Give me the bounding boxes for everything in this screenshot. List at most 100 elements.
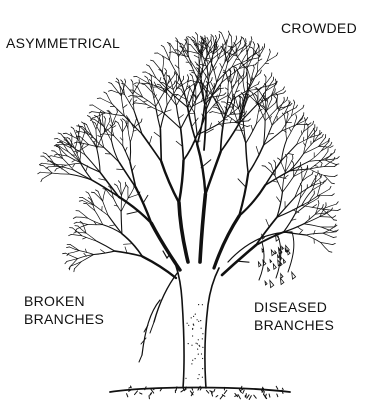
tree-trunk — [176, 266, 219, 388]
twig-tip — [38, 172, 41, 174]
diseased-leaf-spot — [292, 272, 296, 279]
soil-stroke — [216, 396, 218, 397]
side-twig — [160, 78, 161, 82]
branch — [42, 173, 52, 179]
diseased-leaf-spot — [270, 280, 274, 287]
twig-tip — [41, 179, 42, 182]
twig-tip — [321, 175, 322, 178]
branch — [187, 88, 190, 100]
twig-tip — [91, 192, 94, 193]
branch — [247, 69, 248, 91]
label-broken-branches: BROKEN BRANCHES — [24, 292, 104, 328]
twig-tip — [125, 79, 126, 82]
branch — [213, 96, 224, 119]
bark-texture-dot — [196, 343, 197, 344]
twig-tip — [334, 149, 335, 152]
twig-tip — [224, 47, 225, 50]
diseased-leaf-spot — [268, 268, 270, 272]
branch — [181, 129, 184, 161]
branch — [222, 33, 227, 45]
soil-stroke — [210, 391, 213, 392]
twig-tip — [304, 118, 305, 121]
bark-texture-dot — [191, 363, 192, 364]
side-twig — [288, 154, 293, 155]
twig-tip — [165, 68, 167, 71]
soil-stroke — [249, 396, 251, 400]
bark-texture-dot — [199, 374, 200, 375]
branch — [128, 129, 130, 142]
branch — [85, 155, 100, 173]
trunk-right-edge — [205, 268, 219, 388]
twig-tip — [174, 81, 175, 84]
twig-tip — [210, 112, 213, 113]
twig-tip — [333, 216, 336, 218]
branch — [179, 57, 180, 78]
twig-tip — [331, 146, 334, 148]
bark-texture-dot — [201, 328, 202, 329]
twig-tip — [246, 111, 247, 114]
branch — [170, 60, 180, 78]
twig-tip — [151, 60, 154, 61]
branch — [325, 160, 336, 164]
branch — [284, 115, 286, 125]
branch — [200, 194, 205, 262]
twig-tip — [307, 165, 308, 168]
diseased-leaf-spot — [278, 255, 280, 258]
bark-texture-dot — [201, 353, 202, 354]
label-diseased-line-1: DISEASED — [254, 298, 334, 316]
twig-tip — [116, 81, 119, 82]
twig-tip — [169, 52, 172, 53]
branch — [125, 94, 135, 110]
twig-tip — [121, 119, 123, 122]
twig-tip — [236, 36, 237, 39]
twig-tip — [118, 181, 120, 183]
twig-tip — [278, 158, 281, 160]
side-twig — [134, 100, 137, 103]
diseased-leaf-spot — [288, 250, 291, 255]
twig-tip — [110, 125, 112, 127]
twig-tip — [104, 116, 106, 119]
branch — [324, 175, 334, 176]
twig-tip — [74, 222, 77, 223]
side-twig — [312, 205, 316, 208]
twig-tip — [269, 163, 271, 165]
broken-branch-hanging — [142, 300, 160, 355]
side-twig — [277, 197, 281, 202]
twig-tip — [116, 78, 118, 80]
twig-tip — [277, 53, 278, 56]
twig-tip — [335, 165, 337, 167]
bark-texture-dot — [195, 314, 196, 315]
soil-stroke — [239, 389, 240, 391]
twig-tip — [331, 142, 332, 145]
branch — [136, 187, 152, 223]
soil-stroke — [247, 395, 249, 398]
branch — [188, 53, 193, 67]
twig-tip — [334, 157, 335, 160]
branch — [249, 95, 258, 104]
tree-branches — [38, 31, 341, 278]
branch — [103, 190, 106, 202]
twig-tip — [69, 234, 72, 235]
diseased-leaf-spot — [281, 274, 283, 278]
side-twig — [123, 244, 131, 245]
side-twig — [73, 164, 75, 167]
twig-tip — [274, 96, 276, 98]
soil-stroke — [140, 393, 142, 394]
side-twig — [83, 237, 87, 239]
twig-tip — [86, 192, 89, 194]
twig-tip — [220, 85, 221, 88]
side-twig — [154, 132, 161, 137]
branch — [259, 47, 265, 57]
branch — [286, 114, 288, 125]
bark-texture-dot — [192, 360, 193, 361]
branch — [287, 127, 294, 140]
twig-tip — [271, 96, 272, 99]
twig-tip — [251, 37, 252, 40]
twig-tip — [109, 83, 112, 84]
soil-stroke — [127, 394, 128, 397]
twig-tip — [176, 38, 178, 40]
side-twig — [164, 72, 166, 77]
twig-tip — [229, 96, 231, 98]
twig-tip — [215, 35, 216, 38]
branch — [197, 105, 205, 144]
